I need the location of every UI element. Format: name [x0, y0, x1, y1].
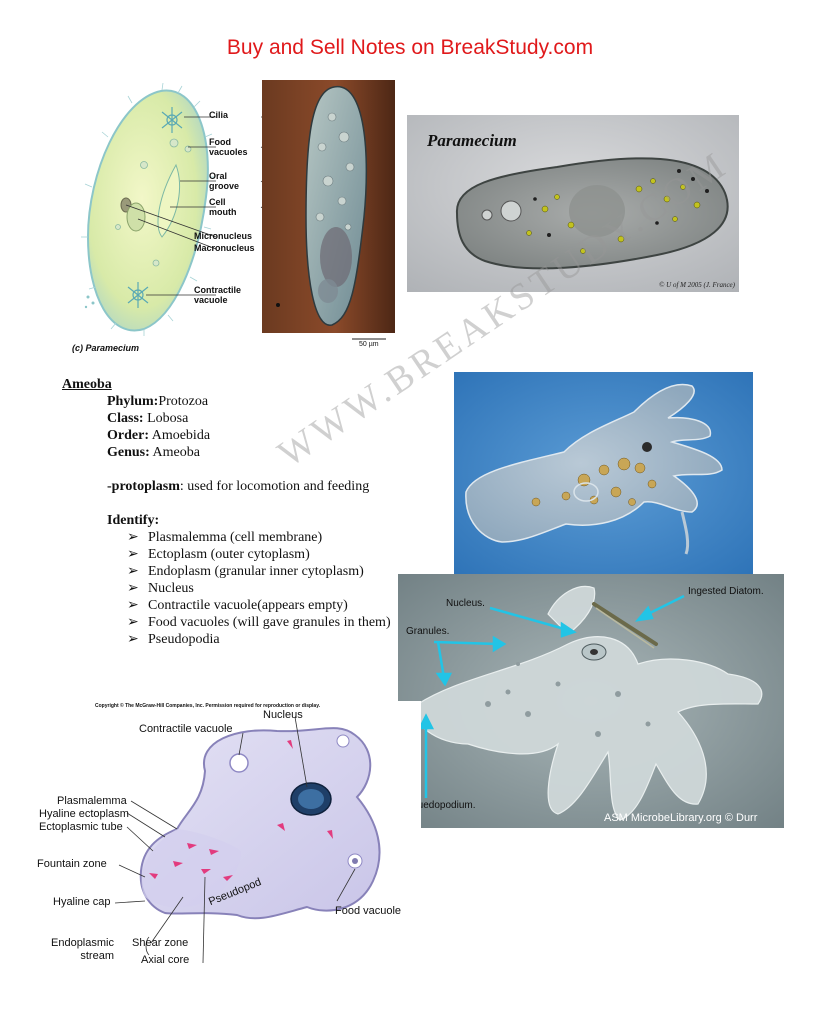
list-item: ➢Ectoplasm (outer cytoplasm)	[127, 547, 310, 562]
arrow-bullet-icon: ➢	[127, 581, 139, 596]
label-oral-groove: Oral groove	[209, 171, 240, 191]
label-nucleus: Nucleus	[263, 709, 303, 721]
arrow-bullet-icon: ➢	[127, 615, 139, 630]
label-cilia: Cilia	[209, 110, 229, 120]
notes-heading: Ameoba	[62, 377, 112, 392]
paramecium-drawn-body	[86, 89, 209, 332]
list-item: ➢Pseudopodia	[127, 632, 220, 647]
list-item: ➢Endoplasm (granular inner cytoplasm)	[127, 564, 364, 579]
taxonomy-phylum: Phylum:Protozoa	[107, 394, 209, 409]
list-item: ➢Plasmalemma (cell membrane)	[127, 530, 323, 545]
label-contractile-vacuole: Contractile vacuole	[194, 285, 242, 305]
label-ingested-diatom: Ingested Diatom.	[688, 586, 764, 597]
paramecium-photo-figure: Paramecium © U of M 2005 (J. France)	[407, 115, 739, 292]
list-item: ➢Food vacuoles (will gave granules in th…	[127, 615, 391, 630]
label-contractile-vacuole: Contractile vacuole	[139, 723, 233, 735]
label-food-vacuole: Food vacuole	[335, 905, 402, 917]
label-pseudopodium: Psuedopodium.	[406, 800, 476, 811]
protoplasm-note: -protoplasm: used for locomotion and fee…	[107, 479, 370, 494]
label-macronucleus: Macronucleus	[194, 243, 255, 253]
label-plasmalemma: Plasmalemma	[57, 795, 127, 807]
page-title: Buy and Sell Notes on BreakStudy.com	[226, 36, 594, 59]
amoeba-grey-image	[398, 574, 784, 828]
label-shear-zone: Shear zone	[132, 937, 189, 949]
arrow-bullet-icon: ➢	[127, 598, 139, 613]
label-cell-mouth: Cell mouth	[209, 197, 237, 217]
paramecium-photo-title: Paramecium	[427, 131, 517, 150]
taxonomy-order: Order: Amoebida	[107, 428, 211, 443]
arrow-bullet-icon: ➢	[127, 564, 139, 579]
paramecium-photo-credit: © U of M 2005 (J. France)	[659, 281, 735, 289]
taxonomy-class: Class: Lobosa	[107, 411, 189, 426]
label-hyaline-ectoplasm: Hyaline ectoplasm	[39, 808, 129, 820]
paramecium-micrograph	[407, 115, 739, 292]
label-endoplasmic-stream: Endoplasmic stream	[51, 937, 114, 962]
copyright-note: Copyright © The McGraw-Hill Companies, I…	[95, 703, 321, 709]
label-food-vacuoles: Food vacuoles	[209, 137, 248, 157]
label-micronucleus: Micronucleus	[194, 231, 253, 241]
amoeba-structure-diagram: Copyright © The McGraw-Hill Companies, I…	[37, 701, 421, 967]
ameoba-notes: Ameoba Phylum:Protozoa Class: Lobosa Ord…	[62, 376, 422, 648]
paramecium-illustration	[81, 80, 395, 340]
identify-list: ➢Plasmalemma (cell membrane) ➢Ectoplasm …	[62, 529, 422, 648]
amoeba-blue-micrograph	[454, 372, 753, 574]
amoeba-blue-image	[454, 372, 753, 574]
label-nucleus: Nucleus.	[446, 598, 485, 609]
paramecium-diagram-figure: Cilia Food vacuoles Oral groove Cell mou…	[66, 77, 398, 356]
arrow-bullet-icon: ➢	[127, 632, 139, 647]
identify-label: Identify:	[107, 513, 160, 528]
scale-bar-label: 50 µm	[359, 341, 379, 348]
label-axial-core: Axial core	[141, 954, 190, 966]
list-item: ➢Contractile vacuole(appears empty)	[127, 598, 348, 613]
label-fountain-zone: Fountain zone	[37, 858, 107, 870]
arrow-bullet-icon: ➢	[127, 530, 139, 545]
label-hyaline-cap: Hyaline cap	[53, 896, 111, 908]
amoeba-labeled-micrograph: Nucleus. Ingested Diatom. Granules. Psue…	[398, 574, 784, 828]
arrow-bullet-icon: ➢	[127, 547, 139, 562]
label-ectoplasmic-tube: Ectoplasmic tube	[39, 821, 123, 833]
taxonomy-genus: Genus: Ameoba	[107, 445, 200, 460]
image-credit: ASM MicrobeLibrary.org © Durr	[604, 812, 758, 824]
list-item: ➢Nucleus	[127, 581, 194, 596]
figure-caption: (c) Paramecium	[72, 343, 140, 353]
label-granules: Granules.	[406, 626, 450, 637]
amoeba-diagram-illustration	[114, 716, 381, 964]
